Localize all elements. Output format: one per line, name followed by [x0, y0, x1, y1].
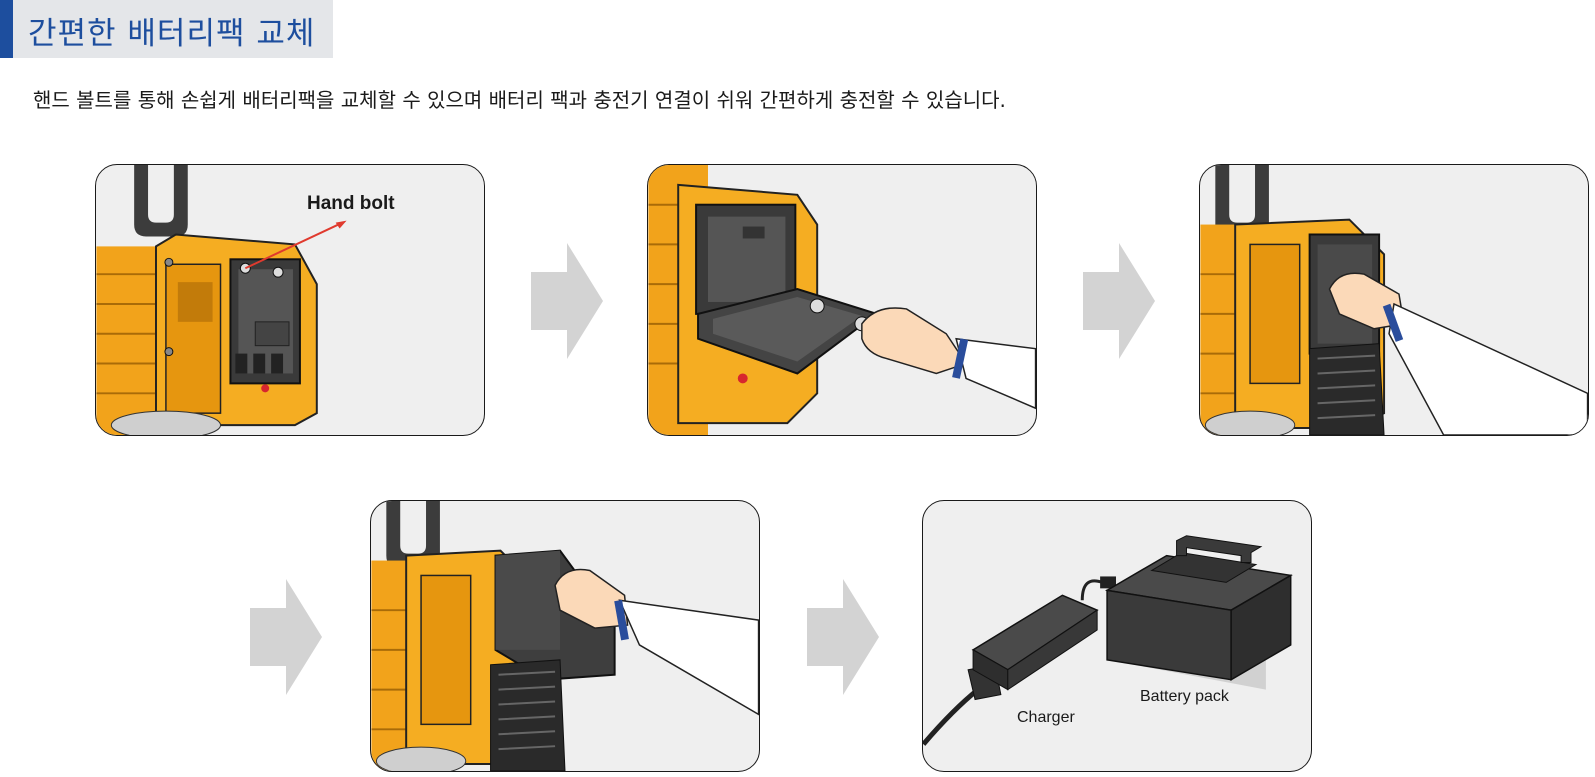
step-3-illustration — [1200, 165, 1588, 435]
charger-label: Charger — [1017, 709, 1075, 726]
step-2-illustration — [648, 165, 1036, 435]
step-5-panel: Charger Battery pack — [922, 500, 1312, 772]
hand-bolt-label: Hand bolt — [307, 193, 395, 214]
title-accent-stripe — [0, 0, 13, 58]
right-arrow-icon — [807, 579, 879, 695]
step-2-panel — [647, 164, 1037, 436]
right-arrow-icon — [531, 243, 603, 359]
hand-illustration — [861, 307, 968, 375]
step-4-panel — [370, 500, 760, 772]
step-3-panel — [1199, 164, 1589, 436]
section-title-bar: 간편한 배터리팩 교체 — [0, 0, 333, 58]
power-cord — [923, 687, 980, 746]
step-5-illustration — [923, 535, 1293, 746]
right-arrow-icon — [1083, 243, 1155, 359]
right-arrow-icon — [250, 579, 322, 695]
step-1-illustration — [96, 165, 347, 435]
step-1-panel: Hand bolt — [95, 164, 485, 436]
section-title: 간편한 배터리팩 교체 — [28, 16, 316, 52]
step-4-illustration — [371, 501, 759, 771]
battery-pack-label: Battery pack — [1140, 688, 1229, 705]
callout-line — [244, 221, 344, 270]
section-description: 핸드 볼트를 통해 손쉽게 배터리팩을 교체할 수 있으며 배터리 팩과 충전기… — [33, 88, 1006, 112]
